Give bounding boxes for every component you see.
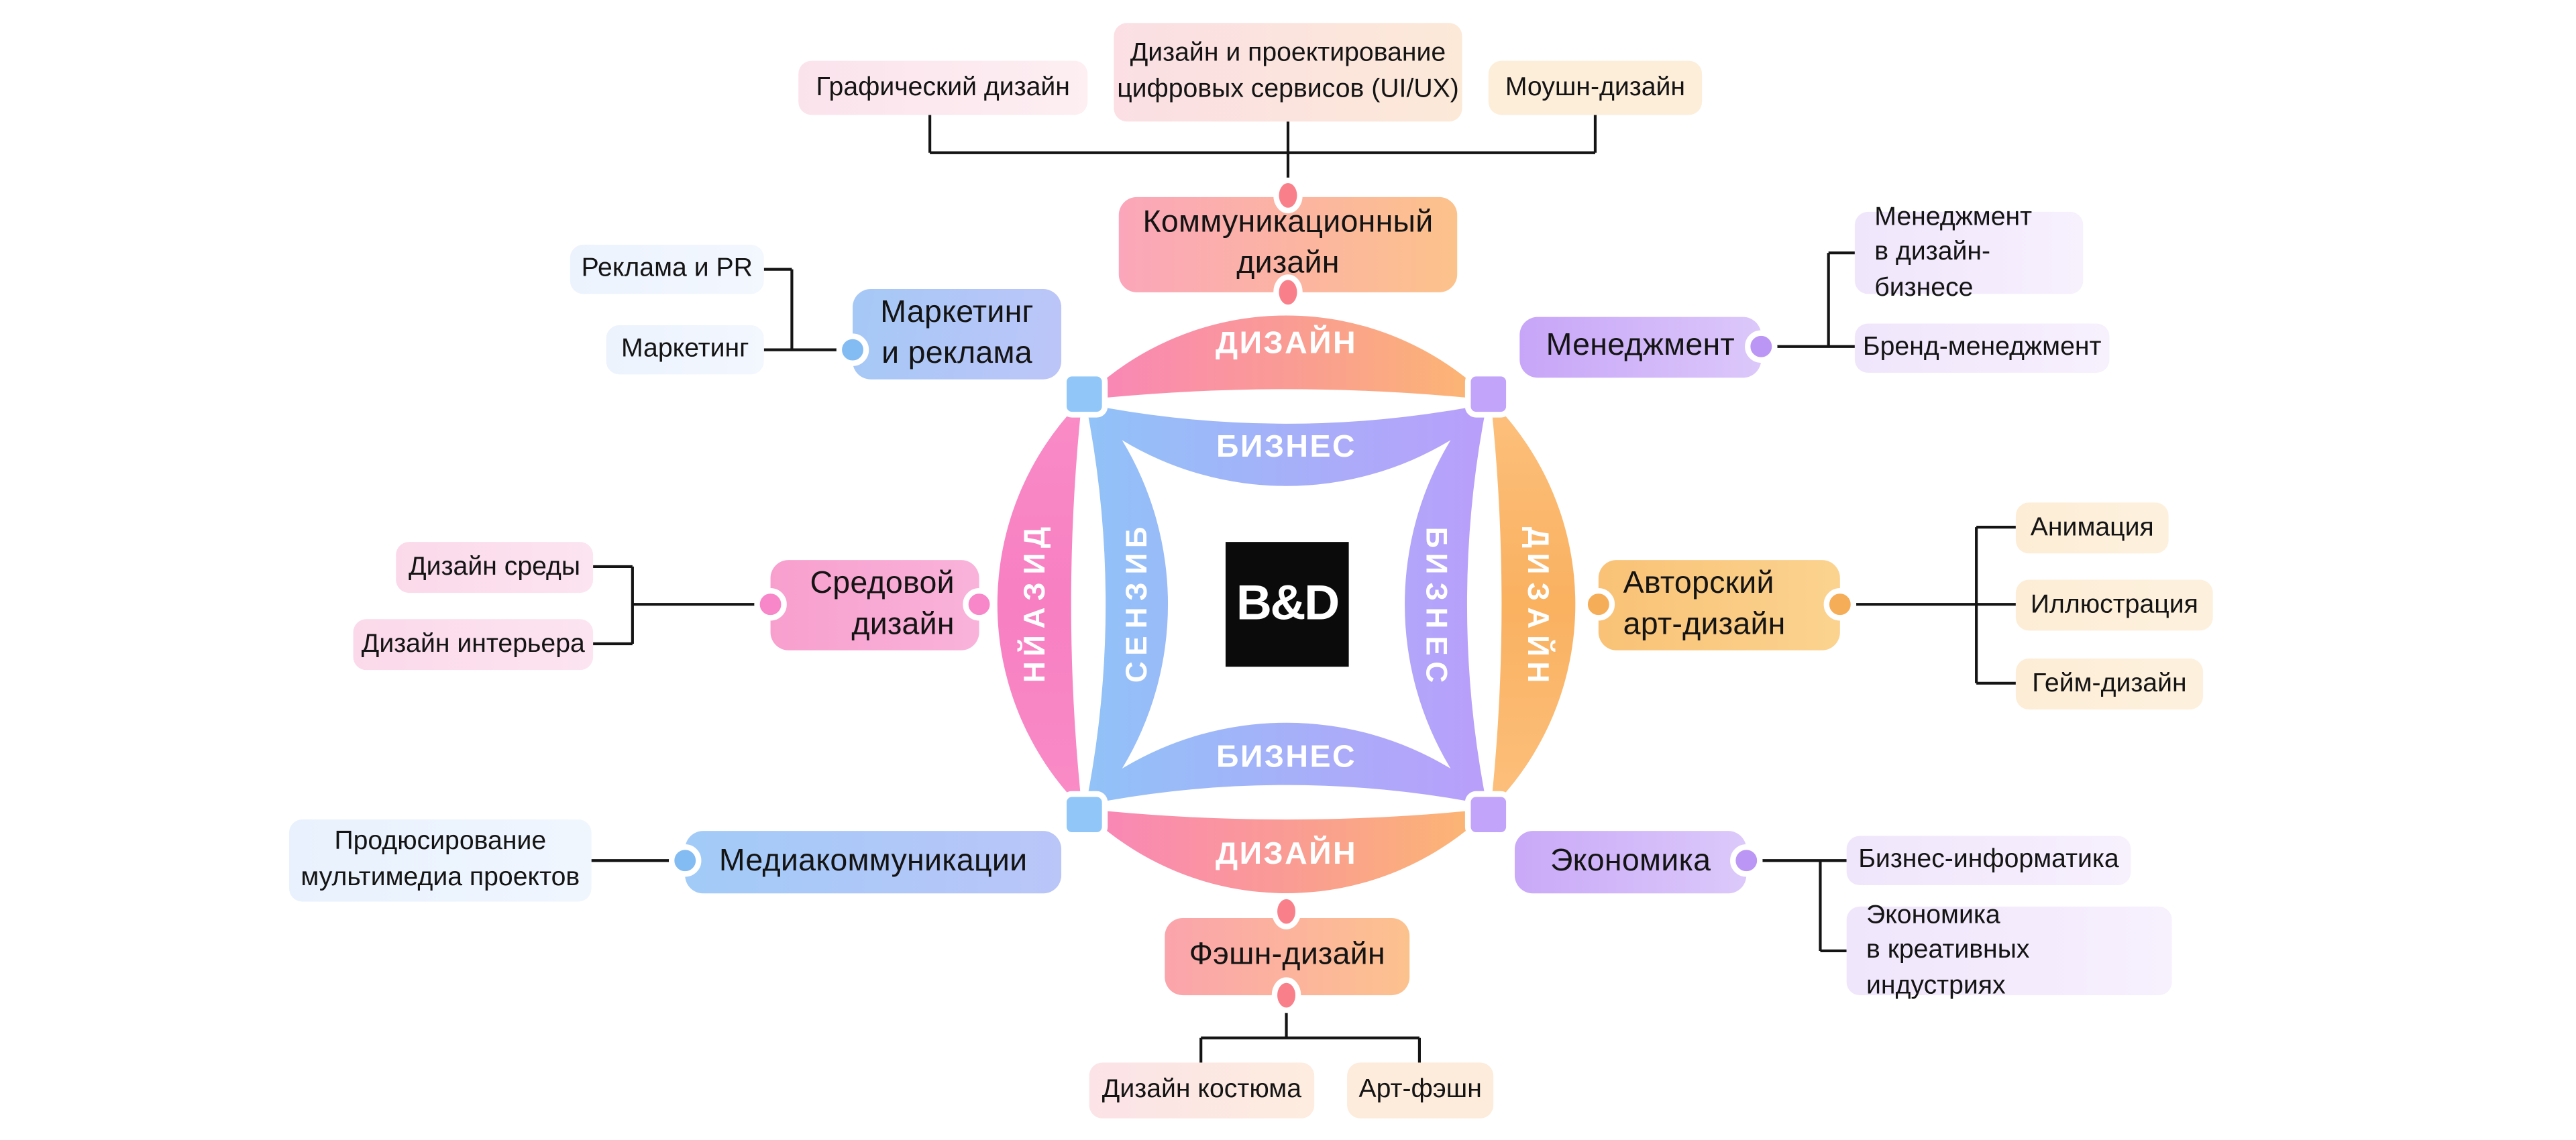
- ring-label-business-top: БИЗНЕС: [1216, 430, 1357, 465]
- program-multimedia-producing: Продюсирование мультимедиа проектов: [289, 819, 592, 902]
- program-art-fashion: Арт-фэшн: [1347, 1062, 1494, 1119]
- program-interior-design: Дизайн интерьера: [353, 619, 594, 671]
- program-brand-management: Бренд-менеджмент: [1854, 323, 2110, 373]
- bd-logo: B&D: [1225, 542, 1349, 667]
- program-digital-services: Дизайн и проектирование цифровых сервисо…: [1114, 23, 1462, 122]
- category-fashion-design: Фэшн-дизайн: [1165, 917, 1410, 996]
- program-animation: Анимация: [2015, 502, 2169, 554]
- program-management-in-design: Менеджмент в дизайн-бизнесе: [1854, 203, 2084, 302]
- category-communication-design: Коммуникационный дизайн: [1118, 196, 1458, 292]
- program-marketing: Маркетинг: [606, 325, 764, 375]
- program-game-design: Гейм-дизайн: [2015, 659, 2204, 709]
- program-business-informatics: Бизнес-информатика: [1846, 836, 2131, 886]
- category-economics: Экономика: [1514, 831, 1747, 894]
- category-environment-design: Средовой дизайн: [770, 560, 979, 650]
- category-management: Менеджмент: [1519, 317, 1762, 378]
- ring-label-business-bottom: БИЗНЕС: [1216, 740, 1357, 775]
- ring-label-design-top: ДИЗАЙН: [1215, 327, 1358, 361]
- ring-label-design-bottom: ДИЗАЙН: [1215, 837, 1358, 872]
- program-advertising-pr: Реклама и PR: [570, 244, 764, 294]
- category-art-design: Авторский арт-дизайн: [1598, 560, 1840, 650]
- program-motion-design: Моушн-дизайн: [1488, 60, 1703, 115]
- program-environment: Дизайн среды: [396, 542, 594, 593]
- program-graphic-design: Графический дизайн: [798, 60, 1088, 115]
- category-media-communications: Медиакоммуникации: [685, 831, 1062, 894]
- program-illustration: Иллюстрация: [2015, 579, 2213, 631]
- program-costume-design: Дизайн костюма: [1089, 1062, 1315, 1119]
- category-marketing-advertising: Маркетинг и реклама: [853, 289, 1062, 380]
- program-economics-creative: Экономика в креативных индустриях: [1846, 901, 2172, 1000]
